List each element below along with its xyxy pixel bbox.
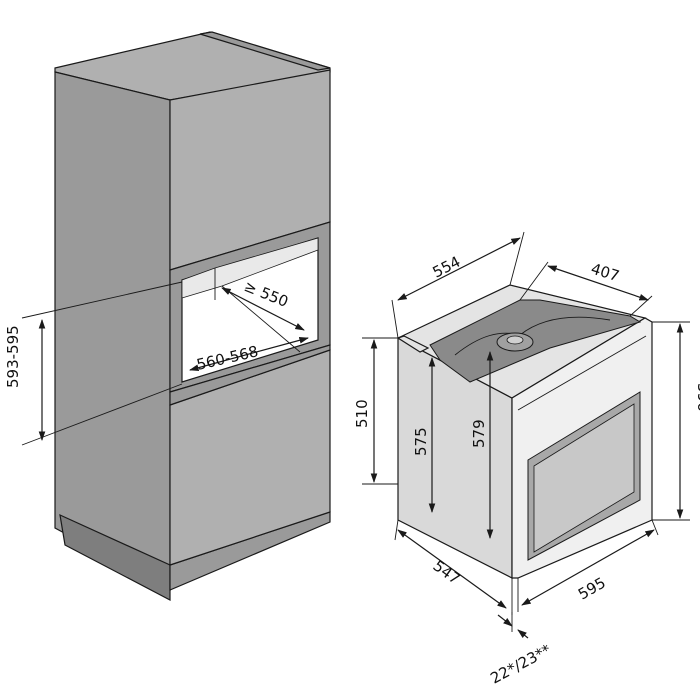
dim-side-height-510: 510 (353, 399, 371, 428)
dim-oven-height-total: 596 (694, 383, 700, 412)
dim-front-projection: 22*/23** (487, 641, 554, 688)
dim-front-width: 595 (575, 574, 609, 604)
cabinet-side (54, 71, 171, 592)
dim-front-height-579: 579 (470, 419, 488, 448)
dim-oven-depth: 554 (430, 253, 464, 282)
dim-niche-height: 593-595 (4, 325, 22, 388)
oven (396, 284, 653, 579)
mounting-bracket (429, 299, 642, 383)
cabinet-plinth (59, 513, 171, 601)
dim-side-height-575: 575 (412, 427, 430, 456)
tall-cabinet (54, 31, 331, 601)
niche-dimensions (21, 281, 309, 446)
oven-dimensions (362, 231, 690, 639)
dim-body-width: 547 (430, 557, 464, 588)
